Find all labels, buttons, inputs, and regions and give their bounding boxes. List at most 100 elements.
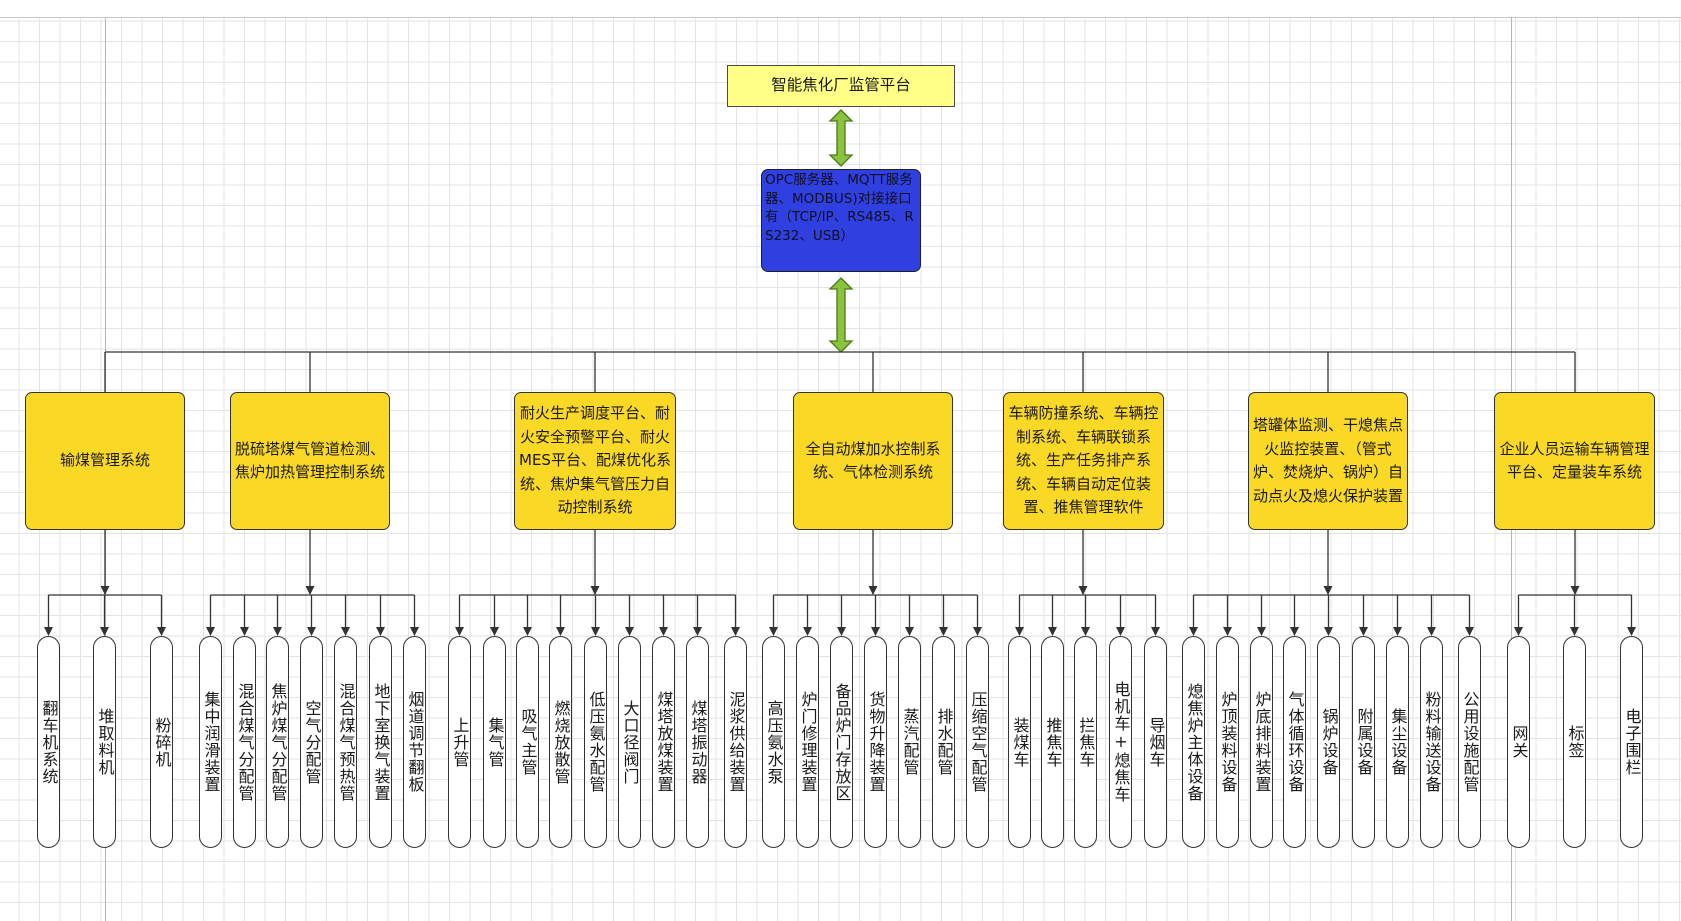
leaf-node[interactable]: 炉底排料装置 [1250,636,1273,848]
leaf-node[interactable]: 熄焦炉主体设备 [1182,636,1205,848]
leaf-node[interactable]: 蒸汽配管 [898,636,921,848]
canvas-top-band [0,0,1681,18]
leaf-node[interactable]: 煤塔振动器 [686,636,709,848]
system-box-coal-handling[interactable]: 输煤管理系统 [25,392,185,530]
leaf-arrowhead-4-1 [1048,627,1057,636]
leaf-arrowhead-6-2 [1627,627,1636,636]
leaf-node[interactable]: 燃烧放散管 [549,636,572,848]
leaf-node[interactable]: 导烟车 [1144,636,1167,848]
system-label: 车辆防撞系统、车辆控制系统、车辆联锁系统、生产任务排产系统、车辆自动定位装置、推… [1008,404,1159,517]
system-stem-arrowhead-1 [305,586,315,595]
leaf-node[interactable]: 煤塔放煤装置 [652,636,675,848]
leaf-arrowhead-2-5 [625,627,634,636]
leaf-node[interactable]: 集气管 [483,636,506,848]
system-box-coal-water[interactable]: 全自动煤加水控制系统、气体检测系统 [793,392,953,530]
leaf-arrowhead-2-4 [591,627,600,636]
leaf-arrowhead-5-6 [1393,627,1402,636]
leaf-node[interactable]: 装煤车 [1008,636,1031,848]
leaf-node[interactable]: 网关 [1507,636,1530,848]
leaf-node[interactable]: 翻车机系统 [37,636,60,848]
system-stem-arrowhead-0 [100,586,110,595]
leaf-arrowhead-3-1 [803,627,812,636]
leaf-node[interactable]: 附属设备 [1352,636,1375,848]
leaf-arrowhead-2-8 [731,627,740,636]
leaf-arrowhead-2-6 [659,627,668,636]
leaf-node[interactable]: 锅炉设备 [1317,636,1340,848]
platform-box[interactable]: 智能焦化厂监管平台 [727,65,955,107]
leaf-node[interactable]: 混合煤气预热管 [334,636,357,848]
leaf-arrowhead-1-1 [240,627,249,636]
leaf-node[interactable]: 空气分配管 [300,636,323,848]
system-box-personnel-transport[interactable]: 企业人员运输车辆管理平台、定量装车系统 [1494,392,1655,530]
platform-label: 智能焦化厂监管平台 [771,76,911,95]
leaf-node[interactable]: 低压氨水配管 [584,636,607,848]
leaf-arrowhead-3-5 [939,627,948,636]
leaf-node[interactable]: 压缩空气配管 [966,636,989,848]
leaf-arrowhead-0-1 [100,627,109,636]
leaf-node[interactable]: 电机车+熄焦车 [1109,636,1132,848]
leaf-node[interactable]: 排水配管 [932,636,955,848]
system-label: 塔罐体监测、干熄焦点火监控装置、（管式炉、焚烧炉、锅炉）自动点火及熄火保护装置 [1253,416,1404,505]
leaf-arrowhead-5-5 [1359,627,1368,636]
leaf-node[interactable]: 备品炉门存放区 [830,636,853,848]
leaf-arrowhead-5-3 [1290,627,1299,636]
leaf-arrowhead-6-0 [1514,627,1523,636]
system-stem-arrowhead-5 [1323,586,1333,595]
system-box-vehicle[interactable]: 车辆防撞系统、车辆控制系统、车辆联锁系统、生产任务排产系统、车辆自动定位装置、推… [1003,392,1164,530]
leaf-arrowhead-1-5 [376,627,385,636]
system-box-refractory[interactable]: 耐火生产调度平台、耐火安全预警平台、耐火MES平台、配煤优化系统、焦炉集气管压力… [514,392,676,530]
leaf-node[interactable]: 集中润滑装置 [199,636,222,848]
system-label: 企业人员运输车辆管理平台、定量装车系统 [1499,439,1650,482]
leaf-arrowhead-3-3 [871,627,880,636]
system-stem-arrowhead-4 [1078,586,1088,595]
leaf-arrowhead-5-1 [1223,627,1232,636]
leaf-node[interactable]: 电子围栏 [1620,636,1643,848]
leaf-arrowhead-5-7 [1427,627,1436,636]
leaf-node[interactable]: 上升管 [448,636,471,848]
leaf-node[interactable]: 地下室换气装置 [369,636,392,848]
leaf-node[interactable]: 大口径阀门 [618,636,641,848]
system-label: 全自动煤加水控制系统、气体检测系统 [805,439,941,482]
leaf-arrowhead-3-0 [769,627,778,636]
leaf-node[interactable]: 公用设施配管 [1458,636,1481,848]
leaf-arrowhead-1-0 [206,627,215,636]
leaf-node[interactable]: 炉顶装料设备 [1216,636,1239,848]
leaf-node[interactable]: 标签 [1563,636,1586,848]
leaf-node[interactable]: 拦焦车 [1074,636,1097,848]
leaf-node[interactable]: 推焦车 [1041,636,1064,848]
leaf-arrowhead-1-2 [273,627,282,636]
leaf-node[interactable]: 堆取料机 [93,636,116,848]
leaf-node[interactable]: 混合煤气分配管 [233,636,256,848]
leaf-node[interactable]: 泥浆供给装置 [724,636,747,848]
leaf-node[interactable]: 高压氨水泵 [762,636,785,848]
system-box-desulfurization[interactable]: 脱硫塔煤气管道检测、焦炉加热管理控制系统 [230,392,390,530]
leaf-arrowhead-2-7 [693,627,702,636]
leaf-node[interactable]: 粉料输送设备 [1420,636,1443,848]
leaf-arrowhead-1-4 [341,627,350,636]
leaf-node[interactable]: 集尘设备 [1386,636,1409,848]
system-stem-arrowhead-2 [590,586,600,595]
system-label: 耐火生产调度平台、耐火安全预警平台、耐火MES平台、配煤优化系统、焦炉集气管压力… [519,404,671,517]
system-label: 脱硫塔煤气管道检测、焦炉加热管理控制系统 [235,439,386,482]
leaf-node[interactable]: 货物升降装置 [864,636,887,848]
leaf-arrowhead-2-0 [455,627,464,636]
system-box-tank-monitoring[interactable]: 塔罐体监测、干熄焦点火监控装置、（管式炉、焚烧炉、锅炉）自动点火及熄火保护装置 [1248,392,1408,530]
leaf-arrowhead-1-3 [307,627,316,636]
leaf-arrowhead-2-3 [556,627,565,636]
leaf-node[interactable]: 炉门修理装置 [796,636,819,848]
leaf-node[interactable]: 焦炉煤气分配管 [266,636,289,848]
leaf-arrowhead-0-2 [157,627,166,636]
leaf-node[interactable]: 吸气主管 [516,636,539,848]
leaf-arrowhead-5-0 [1189,627,1198,636]
leaf-arrowhead-0-0 [44,627,53,636]
leaf-node[interactable]: 烟道调节翻板 [403,636,426,848]
leaf-arrowhead-2-2 [523,627,532,636]
interface-box[interactable]: OPC服务器、MQTT服务器、MODBUS)对接接口有（TCP/IP、RS485… [761,169,921,272]
leaf-arrowhead-5-2 [1257,627,1266,636]
double-arrow-platform-interface [828,109,854,167]
leaf-arrowhead-5-8 [1465,627,1474,636]
leaf-arrowhead-5-4 [1324,627,1333,636]
leaf-node[interactable]: 气体循环设备 [1283,636,1306,848]
leaf-node[interactable]: 粉碎机 [150,636,173,848]
